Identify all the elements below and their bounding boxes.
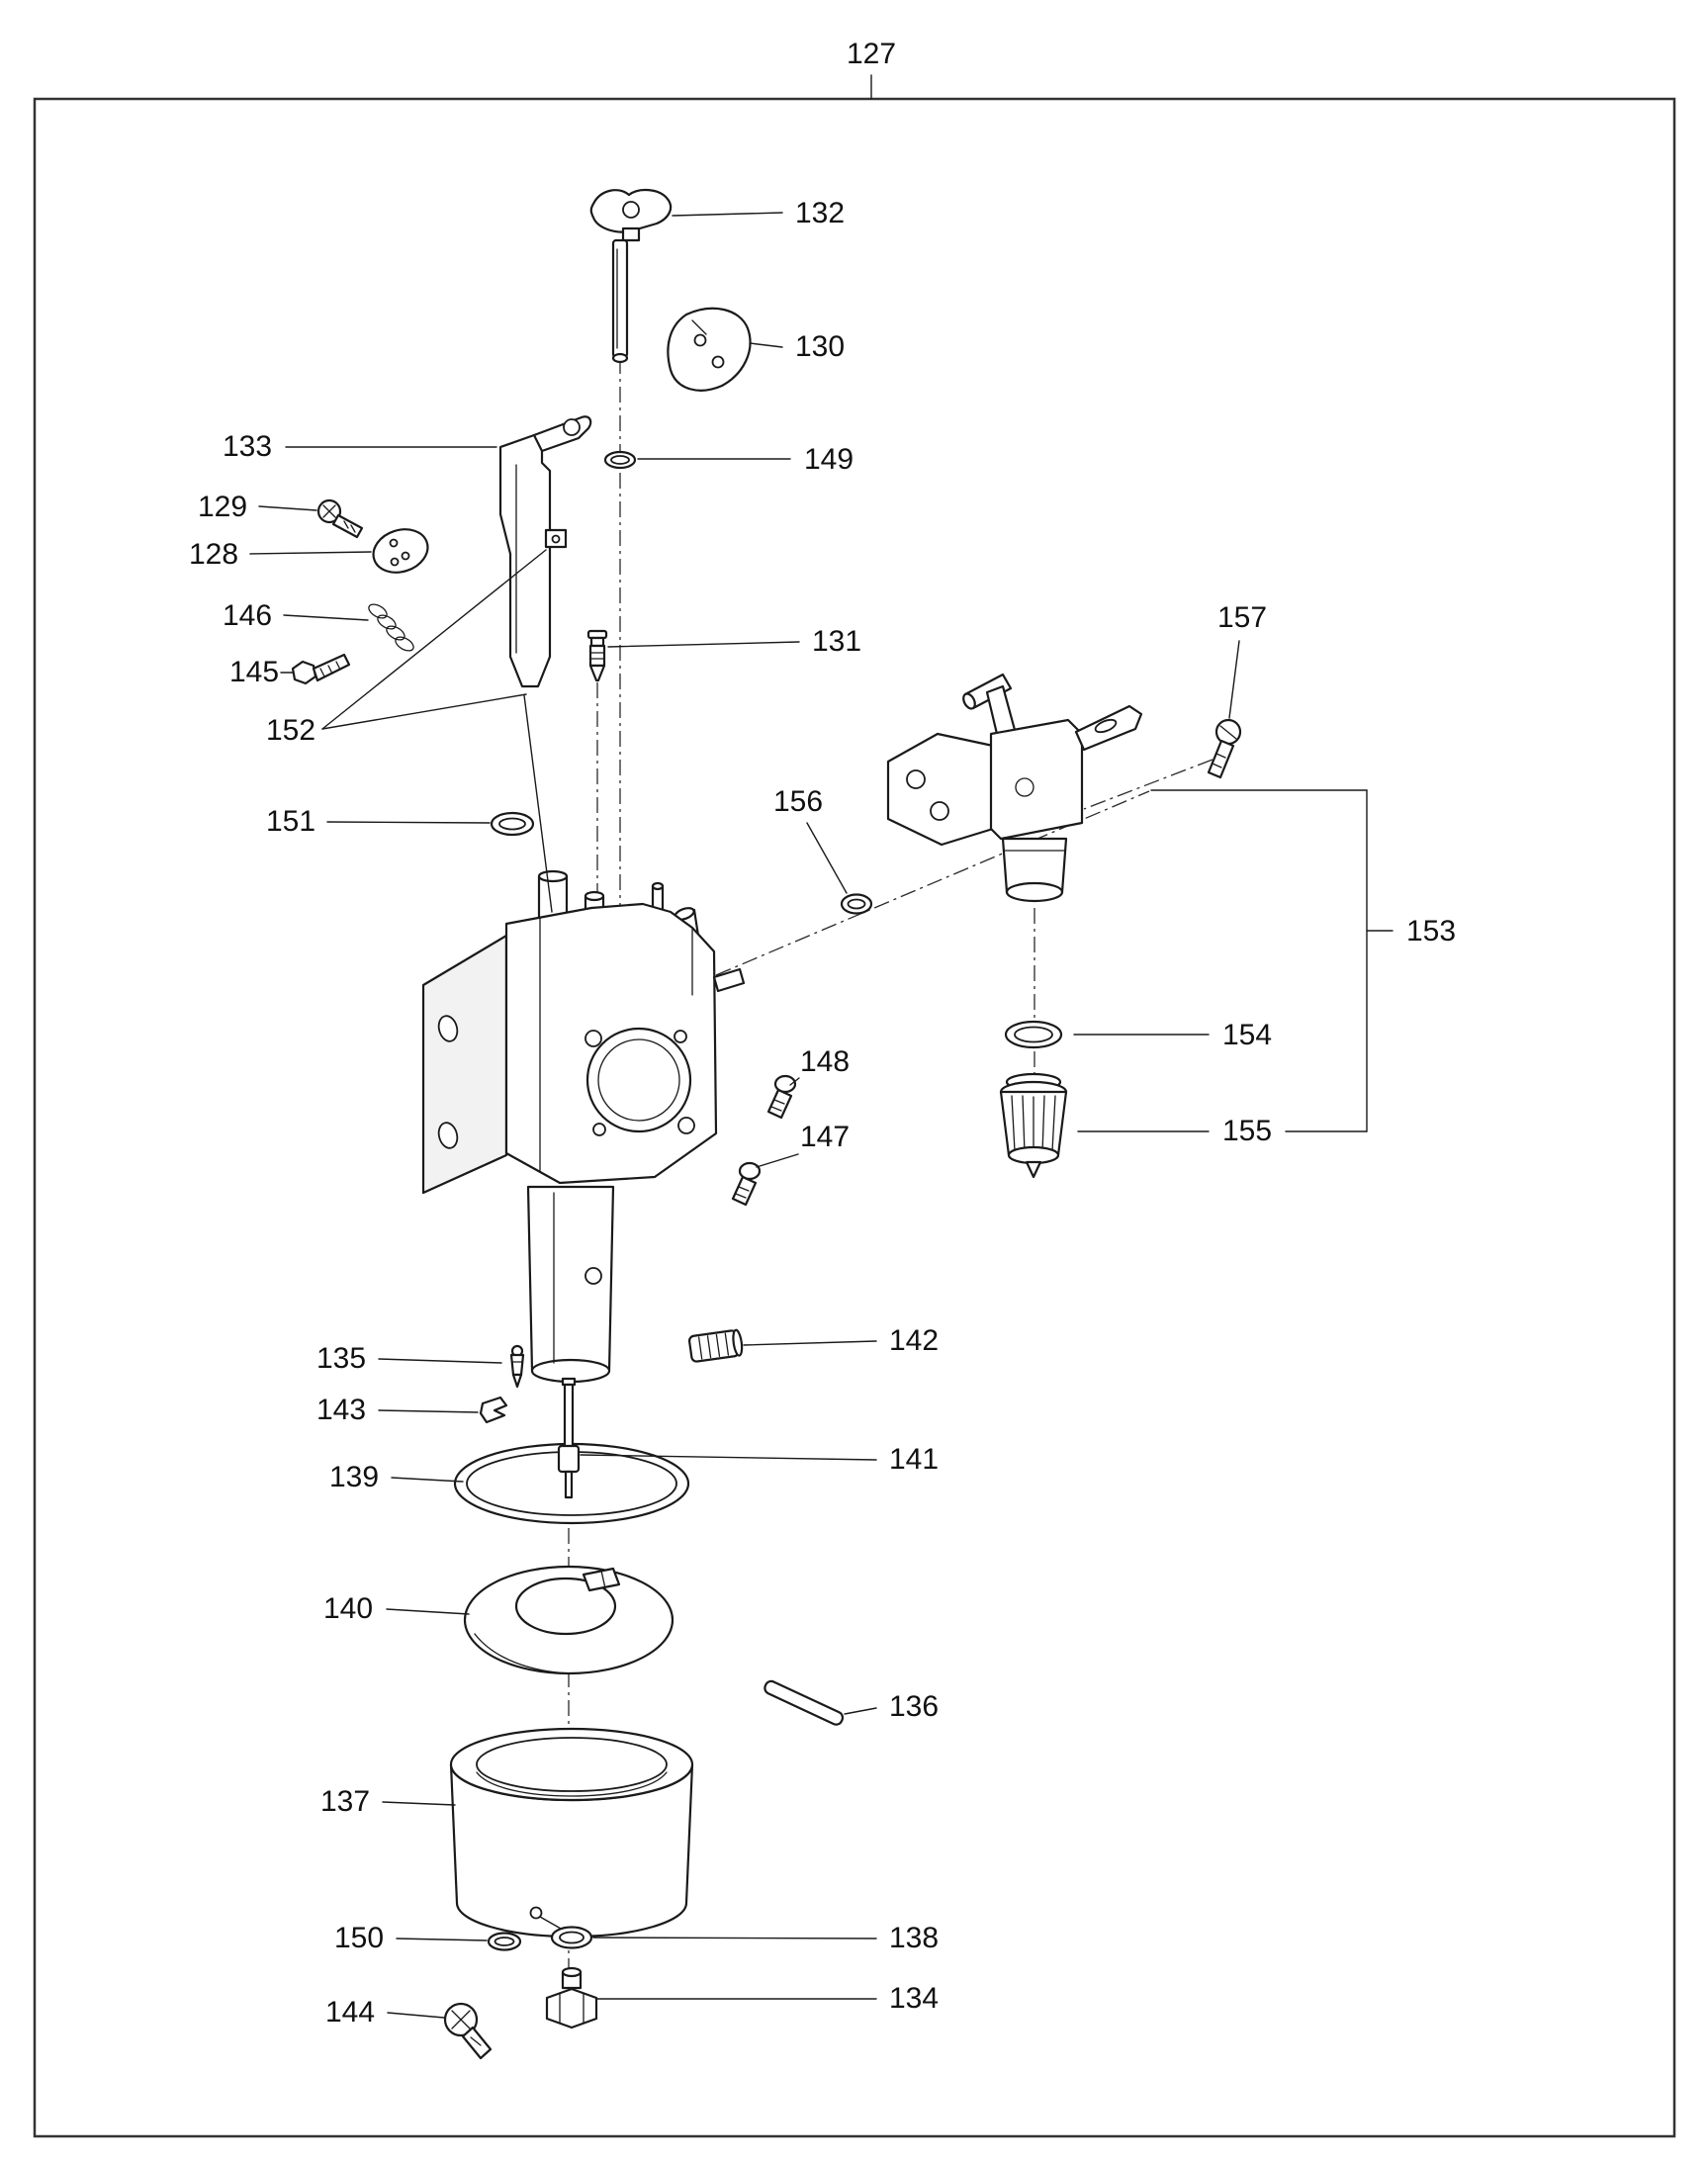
part-label-129: 129 bbox=[198, 491, 247, 523]
part-129-screw bbox=[316, 498, 364, 539]
part-155-filter-cup bbox=[999, 1072, 1068, 1179]
part-label-132: 132 bbox=[795, 197, 845, 229]
part-157-screw bbox=[1207, 718, 1242, 779]
part-label-157: 157 bbox=[1217, 601, 1267, 634]
part-131-valve bbox=[586, 629, 608, 682]
part-138-washer bbox=[550, 1926, 593, 1949]
part-label-148: 148 bbox=[800, 1045, 850, 1078]
part-label-130: 130 bbox=[795, 330, 845, 363]
part-label-145: 145 bbox=[229, 656, 279, 688]
part-label-141: 141 bbox=[889, 1443, 939, 1476]
part-135-float-needle bbox=[509, 1344, 525, 1389]
part-label-147: 147 bbox=[800, 1121, 850, 1153]
part-143-clip bbox=[479, 1396, 508, 1424]
part-146-spring bbox=[368, 603, 414, 652]
part-label-134: 134 bbox=[889, 1982, 939, 2015]
part-label-133: 133 bbox=[223, 430, 272, 463]
part-132-choke-lever-shaft bbox=[589, 188, 673, 364]
part-label-142: 142 bbox=[889, 1324, 939, 1357]
part-145-screw bbox=[291, 653, 351, 685]
diagram-border bbox=[33, 97, 1676, 2138]
part-label-144: 144 bbox=[325, 1996, 375, 2029]
part-label-127: 127 bbox=[847, 38, 896, 70]
part-label-155: 155 bbox=[1222, 1115, 1272, 1147]
part-148-screw bbox=[766, 1074, 797, 1120]
part-151-oring bbox=[490, 811, 535, 837]
part-label-131: 131 bbox=[812, 625, 861, 658]
part-128-throttle-plate bbox=[372, 528, 429, 574]
part-141-shaft bbox=[557, 1377, 581, 1499]
part-147-screw bbox=[731, 1161, 762, 1207]
part-label-139: 139 bbox=[329, 1461, 379, 1493]
part-153-fuel-valve-assembly bbox=[886, 673, 1143, 903]
part-label-140: 140 bbox=[323, 1592, 373, 1625]
part-140-float bbox=[463, 1565, 674, 1675]
part-130-choke-plate bbox=[667, 307, 752, 392]
part-137-float-bowl bbox=[449, 1727, 694, 1939]
part-label-152: 152 bbox=[266, 714, 315, 747]
part-label-136: 136 bbox=[889, 1690, 939, 1723]
part-label-150: 150 bbox=[334, 1922, 384, 1954]
part-144-screw bbox=[443, 2002, 493, 2060]
part-133-throttle-lever-bracket bbox=[498, 415, 592, 688]
part-label-156: 156 bbox=[773, 785, 823, 818]
leader-lines bbox=[249, 74, 1393, 2019]
part-label-128: 128 bbox=[189, 538, 238, 571]
part-labels: 127 132 130 133 149 129 128 146 145 152 … bbox=[189, 38, 1456, 2029]
part-label-154: 154 bbox=[1222, 1019, 1272, 1051]
part-label-146: 146 bbox=[223, 599, 272, 632]
part-label-151: 151 bbox=[266, 805, 315, 838]
part-134-bowl-bolt bbox=[545, 1966, 598, 2030]
part-label-153: 153 bbox=[1406, 915, 1456, 947]
part-156-oring bbox=[840, 893, 873, 915]
part-150-oring bbox=[487, 1932, 522, 1951]
part-154-oring bbox=[1004, 1020, 1063, 1049]
part-136-pin bbox=[764, 1679, 845, 1726]
part-label-149: 149 bbox=[804, 443, 854, 476]
part-label-138: 138 bbox=[889, 1922, 939, 1954]
part-label-143: 143 bbox=[316, 1394, 366, 1426]
part-label-135: 135 bbox=[316, 1342, 366, 1375]
part-label-137: 137 bbox=[320, 1785, 370, 1818]
part-149-oring bbox=[603, 450, 637, 470]
part-carburetor-body bbox=[421, 869, 746, 1384]
part-142-main-jet bbox=[687, 1328, 744, 1363]
